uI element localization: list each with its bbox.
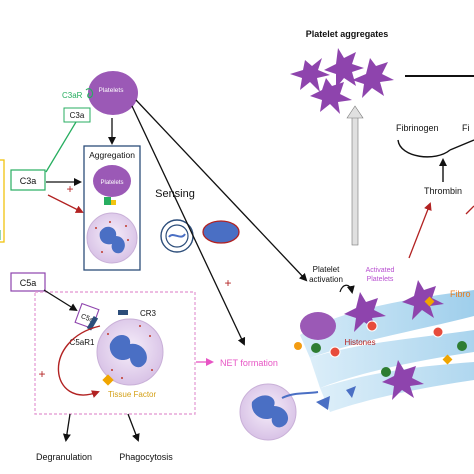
cr3-label: CR3 xyxy=(140,309,157,318)
nucleus-fragment xyxy=(346,386,356,398)
star-platelet xyxy=(310,78,352,114)
c5ar1-receptor-icon xyxy=(86,315,99,331)
c3a-small-label: C3a xyxy=(70,111,85,120)
activated-platelets-label-2: Platelets xyxy=(367,276,394,283)
nucleus-fragment xyxy=(316,396,330,410)
to-phagocytosis-arrow xyxy=(127,413,140,442)
fibrin-label-cut: Fi xyxy=(462,123,470,133)
net-formation-label: NET formation xyxy=(220,358,278,368)
fibrin-strand xyxy=(300,290,474,358)
cr3-receptor-icon xyxy=(118,310,128,315)
neutrophil-nucleus xyxy=(99,226,125,254)
tissue-factor-to-thrombin-arrow xyxy=(408,202,432,259)
activated-platelet-star xyxy=(402,280,444,320)
sensing-nucleus xyxy=(168,233,186,238)
c3ar-receptor-icon xyxy=(85,88,94,99)
sensing-platelet xyxy=(202,220,240,244)
fibrin-strand xyxy=(310,330,474,388)
c3a-red-arrow xyxy=(47,194,84,213)
platelet-to-net-arrow xyxy=(131,105,246,346)
activated-platelet-star xyxy=(344,292,386,332)
platelet-activation-label-2: activation xyxy=(309,275,343,284)
platelet-in-box xyxy=(93,165,131,197)
star-platelet xyxy=(324,48,364,88)
sensing-ring-icon xyxy=(165,224,189,248)
histone-markers xyxy=(294,320,467,377)
c5a-left-label: C5a xyxy=(20,278,37,288)
aggregation-arrow-head xyxy=(346,105,364,119)
tissue-factor-label: Tissue Factor xyxy=(108,390,156,399)
degranulation-label: Degranulation xyxy=(36,452,92,462)
phagocytosis-label: Phagocytosis xyxy=(119,452,173,462)
edge-red-line xyxy=(465,205,474,215)
fibrinogen-label: Fibrinogen xyxy=(396,123,439,133)
c3ar-label: C3aR xyxy=(62,91,83,100)
c5a-to-receptor-arrow xyxy=(43,289,78,312)
activation-curve-arrow xyxy=(339,284,355,294)
platelet-top xyxy=(88,71,138,115)
platelet-aggregate-cluster xyxy=(290,48,394,114)
plus-sign-sensing: + xyxy=(224,276,231,290)
platelets-box-label: Platelets xyxy=(100,180,123,186)
platelet-activated-plain xyxy=(300,312,336,340)
c3a-box-left xyxy=(10,169,46,191)
thrombin-label: Thrombin xyxy=(424,186,462,196)
c5ar1-label: C5aR1 xyxy=(70,338,95,347)
platelet-receptor-icon xyxy=(104,197,111,205)
platelet-aggregates-label: Platelet aggregates xyxy=(306,29,389,39)
c3a-small-box xyxy=(63,107,91,123)
c3-source-box-edge xyxy=(0,159,5,243)
plus-sign-c3a: + xyxy=(66,182,73,196)
granules xyxy=(107,325,153,379)
aggregation-arrow-shaft xyxy=(351,114,359,246)
sensing-label: Sensing xyxy=(155,188,195,200)
red-feedback-arrow xyxy=(57,325,101,398)
platelet-to-activation-arrow xyxy=(135,99,308,282)
fibrinogen-conversion-curve xyxy=(397,139,451,158)
star-platelet xyxy=(352,58,394,98)
granules xyxy=(95,221,129,253)
net-strand xyxy=(281,391,319,399)
c3a-left-label: C3a xyxy=(20,176,37,186)
histones-label: Histones xyxy=(344,338,375,347)
star-platelet xyxy=(290,58,330,92)
to-degranulation-arrow xyxy=(62,413,71,442)
activated-platelets-label-1: Activated xyxy=(366,267,395,274)
platelet-receptor-icon xyxy=(111,200,116,205)
platelet-activation-label-1: Platelet xyxy=(313,265,340,274)
aggregation-label: Aggregation xyxy=(89,150,135,160)
c5a-receptor-label: C5a xyxy=(80,313,95,324)
fibrin-right-label: Fibro xyxy=(450,289,471,299)
activated-platelet-star xyxy=(382,360,424,400)
c5a-box-left xyxy=(10,272,46,292)
plus-sign-neutrophil: + xyxy=(38,367,45,381)
platelets-top-label: Platelets xyxy=(99,87,125,94)
fibrin-network xyxy=(300,290,474,412)
tissue-factor-markers xyxy=(424,296,453,365)
neutrophil-main-nucleus xyxy=(109,334,147,368)
fibrinogen-conversion-tail xyxy=(449,139,474,151)
net-neutrophil-nucleus xyxy=(251,395,289,428)
